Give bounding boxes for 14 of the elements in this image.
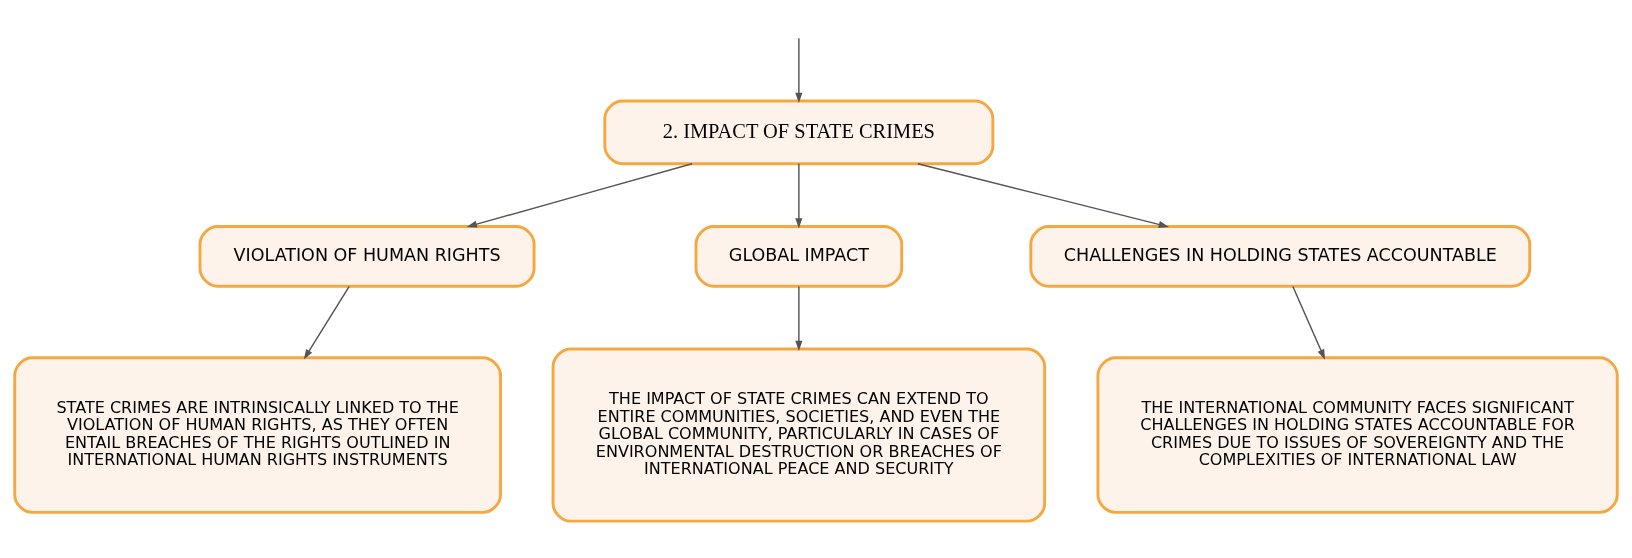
node-box: STATE CRIMES ARE INTRINSICALLY LINKED TO THE VIOLATION OF HUMAN RIGHTS, AS THEY OFTEN ENTAIL BREACHES OF THE RIGHTS OUTLINED IN INTERNATIONAL HUMAN RIGHTS INSTRUMENTS: [13, 356, 502, 514]
node-box: THE IMPACT OF STATE CRIMES CAN EXTEND TO ENTIRE COMMUNITIES, SOCIETIES, AND EVEN THE GLOBAL COMMUNITY, PARTICULARLY IN CASES OF ENVIRONMENTAL DESTRUCTION OR BREACHES OF INTERNATIONAL PEACE AND SECURITY: [551, 347, 1047, 523]
arrow: [303, 285, 350, 360]
arrow: [1292, 285, 1326, 360]
node-box: GLOBAL IMPACT: [694, 225, 904, 288]
arrow: [917, 163, 1169, 228]
arrow: [795, 163, 803, 229]
node-box: THE INTERNATIONAL COMMUNITY FACES SIGNIFICANT CHALLENGES IN HOLDING STATES ACCOUNTABLE FOR CRIMES DUE TO ISSUES OF SOVEREIGNTY AND THE COMPLEXITIES OF INTERNATIONAL LAW: [1096, 356, 1619, 514]
node-box: CHALLENGES IN HOLDING STATES ACCOUNTABLE: [1029, 225, 1532, 288]
arrow: [795, 285, 803, 352]
arrow: [466, 163, 693, 228]
node-box: 2. IMPACT OF STATE CRIMES: [603, 99, 995, 166]
arrow: [795, 37, 803, 104]
node-box: VIOLATION OF HUMAN RIGHTS: [198, 225, 536, 288]
